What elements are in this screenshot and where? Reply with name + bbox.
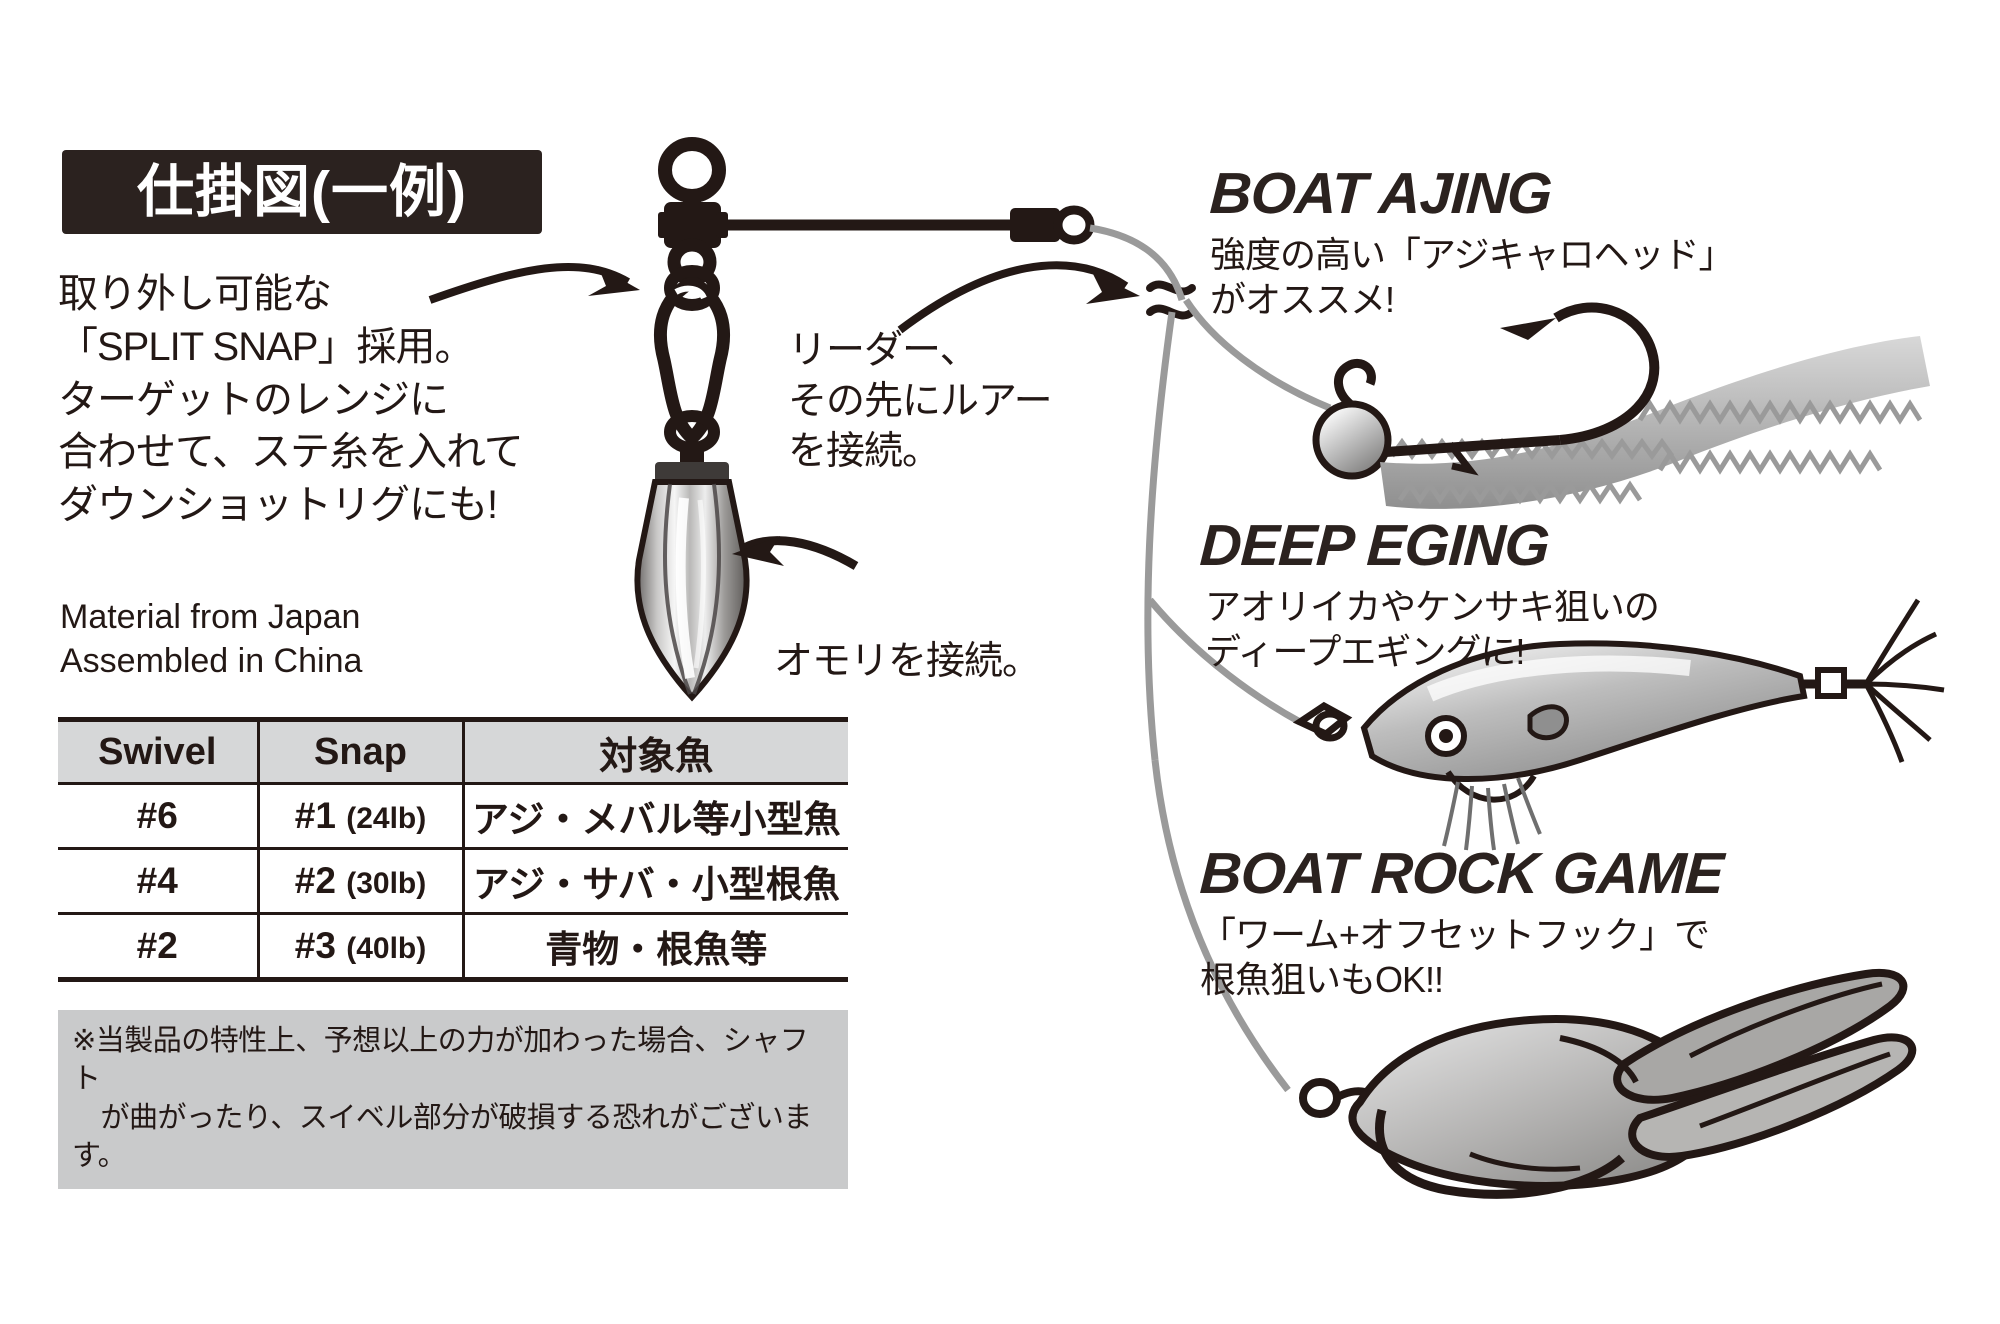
cell-snap-rating: (30lb)	[346, 867, 427, 900]
cell-target: 青物・根魚等	[461, 913, 848, 982]
table-header-row: Swivel Snap 対象魚	[58, 717, 848, 785]
rock-lure-illustration	[1299, 968, 1917, 1199]
cell-snap: #3 (40lb)	[256, 913, 463, 982]
section-heading-deep-eging: DEEP EGING	[1198, 513, 1551, 578]
diagram-title-banner: 仕掛図(一例)	[62, 150, 542, 234]
cell-snap-rating: (40lb)	[346, 932, 427, 965]
callout-sinker: オモリを接続。	[774, 640, 1041, 683]
cell-target: アジ・サバ・小型根魚	[461, 848, 848, 915]
section-heading-boat-rock-game: BOAT ROCK GAME	[1198, 841, 1725, 906]
cell-snap-number: #3	[294, 925, 336, 966]
arrow-to-sinker	[732, 536, 859, 570]
ajing-lure-illustration	[1312, 302, 1930, 509]
line-break-symbol	[1146, 280, 1196, 320]
section-body-boat-ajing: 強度の高い「アジキャロヘッド」 がオススメ!	[1210, 234, 1735, 320]
arrow-to-leader	[897, 261, 1140, 334]
column-header-swivel: Swivel	[58, 717, 258, 785]
cell-swivel: #2	[58, 913, 258, 982]
spec-table: Swivel Snap 対象魚 #6 #1 (24lb) アジ・メバル等小型魚 …	[58, 717, 848, 982]
cell-swivel: #6	[58, 783, 258, 850]
section-body-deep-eging: アオリイカやケンサキ狙いの ディープエギングに!	[1205, 586, 1660, 672]
leader-connector	[1010, 205, 1095, 245]
cell-snap-number: #1	[294, 795, 336, 836]
cell-target: アジ・メバル等小型魚	[461, 783, 848, 850]
cell-swivel: #4	[58, 848, 258, 915]
column-header-snap: Snap	[256, 717, 463, 785]
section-heading-boat-ajing: BOAT AJING	[1208, 161, 1553, 226]
table-row: #4 #2 (30lb) アジ・サバ・小型根魚	[58, 848, 848, 915]
diagram-title: 仕掛図(一例)	[137, 159, 467, 224]
section-body-boat-rock-game: 「ワーム+オフセットフック」で 根魚狙いもOK!!	[1200, 914, 1710, 1000]
caution-note: ※当製品の特性上、予想以上の力が加わった場合、シャフト が曲がったり、スイベル部…	[58, 1010, 848, 1190]
cell-snap-number: #2	[294, 860, 336, 901]
table-row: #2 #3 (40lb) 青物・根魚等	[58, 913, 848, 982]
cell-snap: #1 (24lb)	[256, 783, 463, 850]
callout-leader: リーダー、 その先にルアー を接続。	[788, 329, 1053, 474]
cell-snap-rating: (24lb)	[346, 802, 427, 835]
cell-snap: #2 (30lb)	[256, 848, 463, 915]
table-row: #6 #1 (24lb) アジ・メバル等小型魚	[58, 783, 848, 850]
column-header-target: 対象魚	[461, 717, 848, 785]
intro-description: 取り外し可能な 「SPLIT SNAP」採用。 ターゲットのレンジに 合わせて、…	[58, 272, 524, 528]
origin-statement: Material from Japan Assembled in China	[60, 598, 363, 680]
